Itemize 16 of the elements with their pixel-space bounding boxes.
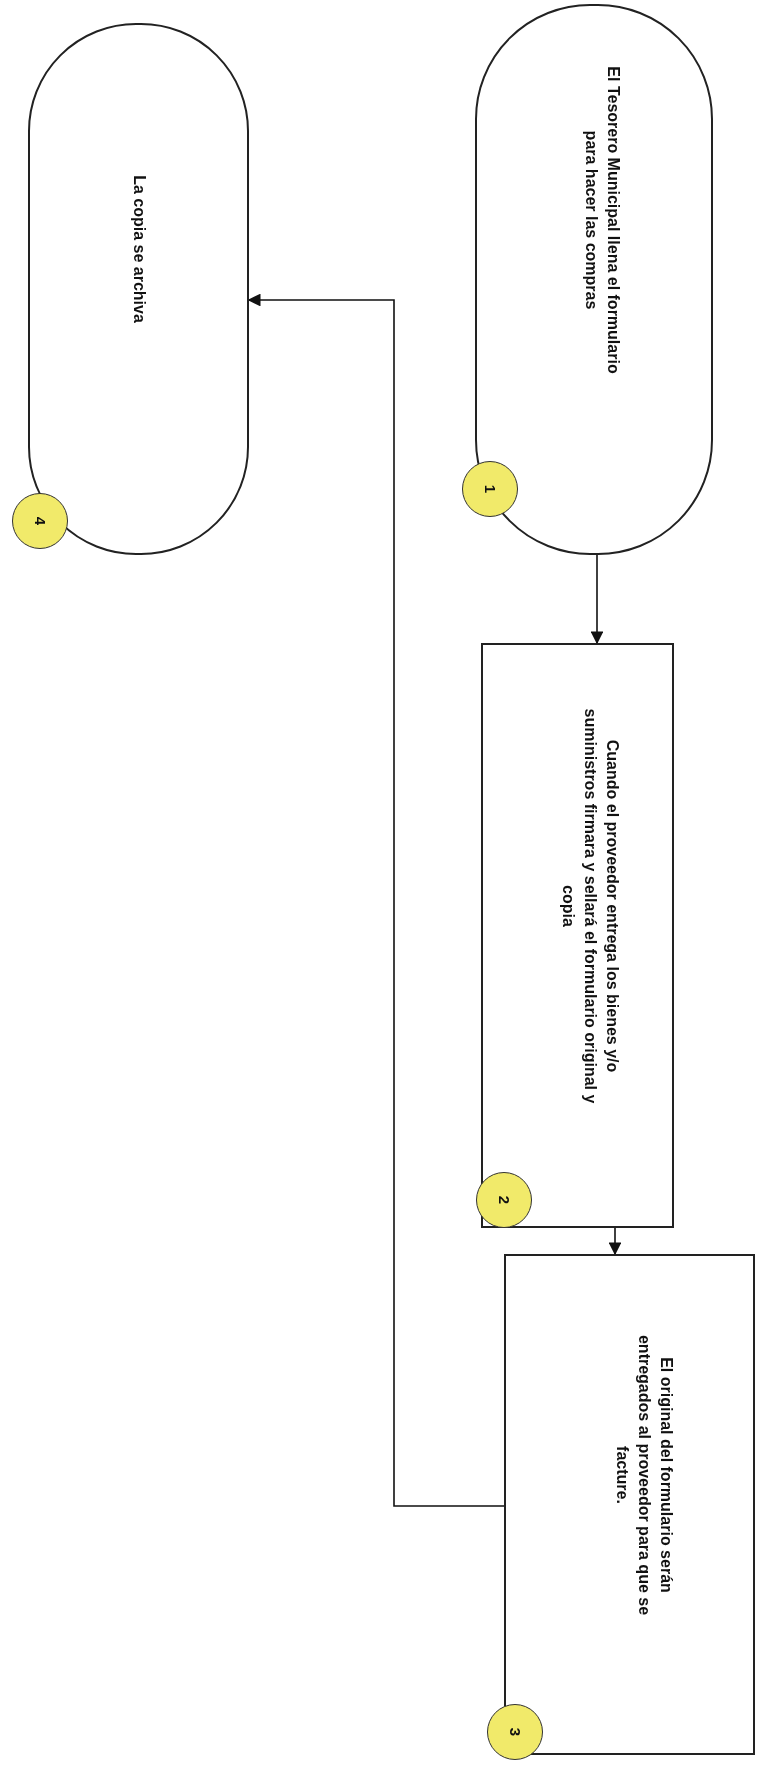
step-number-badge — [487, 1704, 543, 1760]
step-text: Cuando el proveedor entrega los bienes y/o suministros firmara y sellará el formulario original y copia — [558, 707, 622, 1105]
step-text: El original del formulario serán entregados al proveedor para que se facture. — [612, 1333, 676, 1617]
step-text: El Tesorero Municipal llena el formulario para hacer las compras — [582, 64, 623, 376]
step-number-badge — [12, 493, 68, 549]
step-number: 2 — [495, 1194, 514, 1207]
step-number-badge — [462, 461, 518, 517]
step-number: 4 — [31, 515, 50, 528]
arrow — [247, 293, 505, 1507]
step-number: 1 — [481, 483, 500, 496]
step-number: 3 — [506, 1726, 525, 1739]
step-text: La copia se archiva — [129, 174, 149, 325]
process-box — [481, 643, 674, 1228]
arrow — [590, 554, 604, 645]
arrow — [608, 1227, 622, 1256]
process-box — [504, 1254, 755, 1755]
